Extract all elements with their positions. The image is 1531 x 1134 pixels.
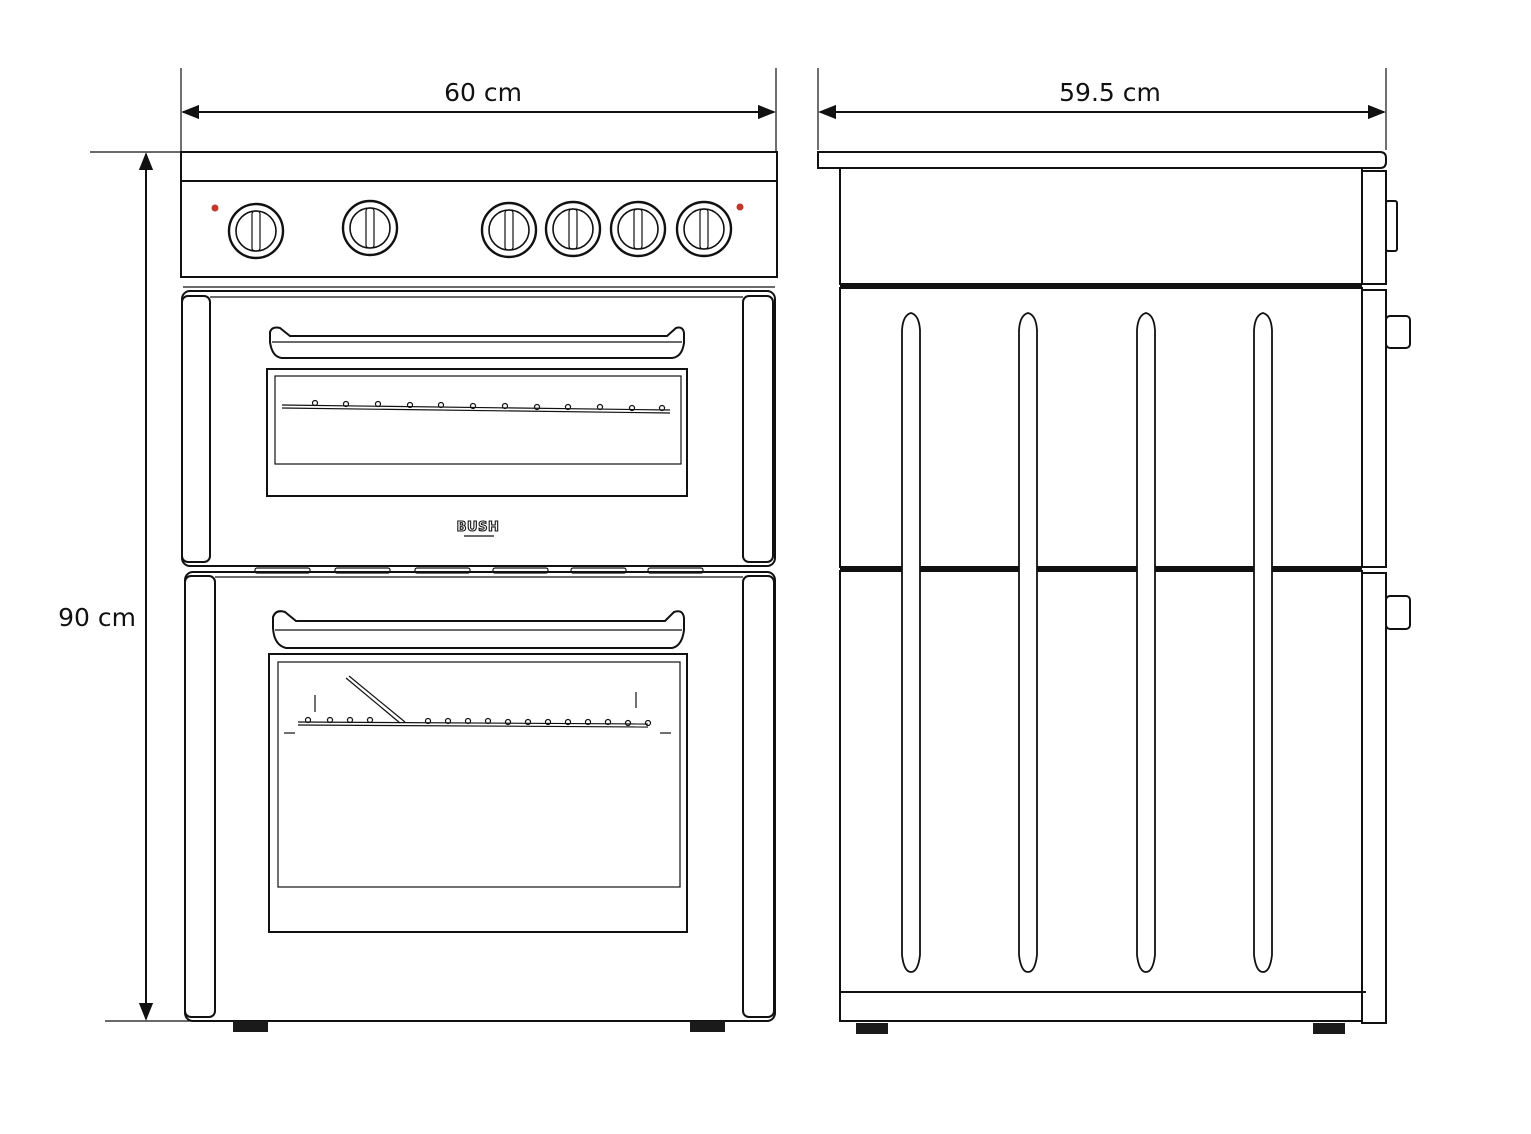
- control-knob-2[interactable]: [341, 199, 399, 257]
- control-knob-3[interactable]: [480, 201, 538, 259]
- width-label: 60 cm: [444, 78, 522, 107]
- side-ribs: [901, 312, 1273, 973]
- side-foot-left: [856, 1023, 888, 1034]
- side-view: [817, 151, 1411, 1034]
- control-knob-1[interactable]: [227, 202, 285, 260]
- control-knob-4[interactable]: [544, 200, 602, 258]
- dimension-width-front: 60 cm: [180, 68, 777, 152]
- upper-shelf-studs: [311, 399, 666, 412]
- front-foot-right: [690, 1021, 725, 1032]
- depth-label: 59.5 cm: [1059, 78, 1161, 107]
- lower-oven-door[interactable]: [184, 571, 776, 1022]
- side-foot-right: [1313, 1023, 1345, 1034]
- height-label: 90 cm: [58, 603, 136, 632]
- lower-shelf-studs: [304, 716, 652, 727]
- front-foot-left: [233, 1021, 268, 1032]
- indicator-light-left: [211, 204, 219, 212]
- control-knob-5[interactable]: [609, 200, 667, 258]
- control-knob-6[interactable]: [675, 200, 733, 258]
- upper-oven-door[interactable]: BUSH: [181, 290, 776, 567]
- front-view: BUSH: [180, 151, 778, 1032]
- indicator-light-right: [736, 203, 744, 211]
- brand-logo: BUSH: [457, 520, 500, 535]
- dimension-depth-side: 59.5 cm: [817, 68, 1387, 150]
- dimension-height: 90 cm: [58, 151, 260, 1022]
